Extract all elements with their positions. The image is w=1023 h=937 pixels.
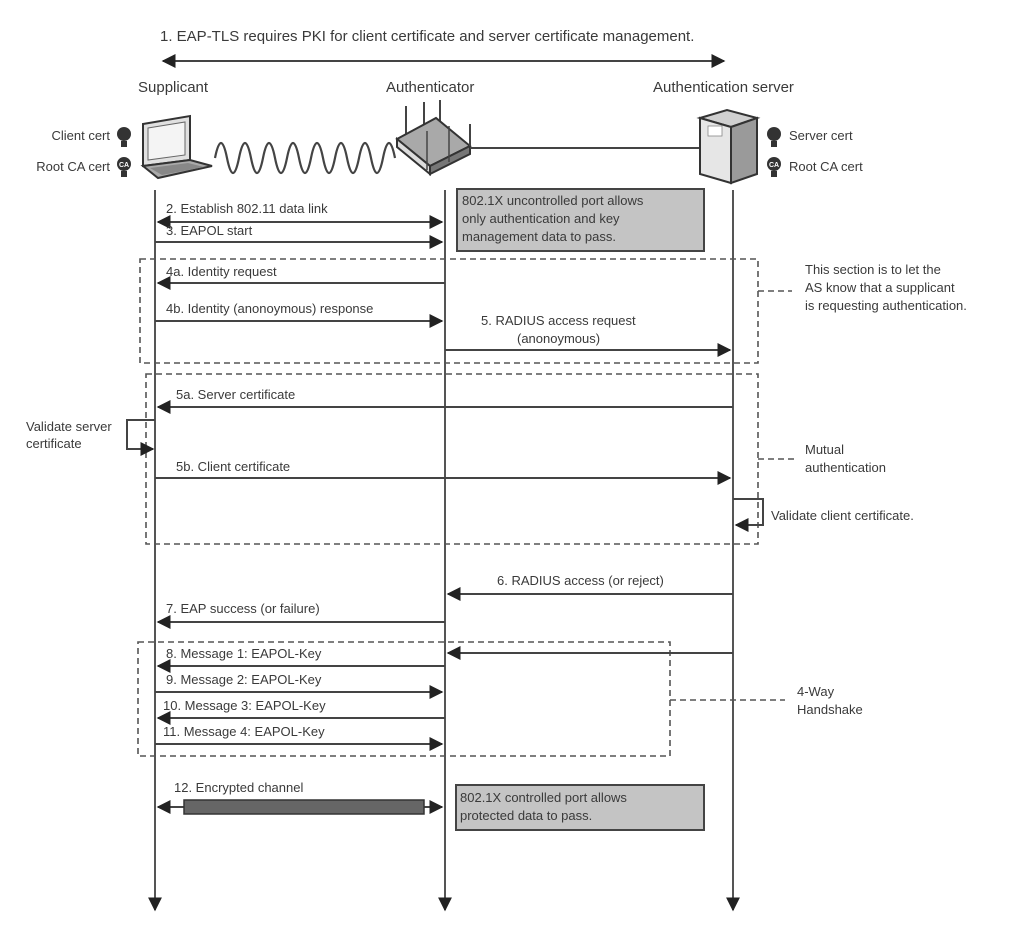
diagram-title: 1. EAP-TLS requires PKI for client certi… (160, 28, 694, 45)
svg-text:only authentication and key: only authentication and key (462, 211, 620, 226)
msg-6-label: 6. RADIUS access (or reject) (497, 573, 664, 588)
msg-9-label: 9. Message 2: EAPOL-Key (166, 672, 322, 687)
encrypted-channel-bar (183, 799, 425, 815)
validate-client-cert-label: Validate client certificate. (771, 508, 914, 523)
msg-2-label: 2. Establish 802.11 data link (166, 201, 328, 216)
wireless-router-icon (395, 100, 472, 177)
authentication-server-label: Authentication server (653, 79, 794, 96)
validate-client-cert-loop (733, 498, 764, 532)
server-root-ca-cert-icon: CA (767, 157, 781, 177)
validate-server-cert-loop (126, 419, 155, 456)
msg-5b-label: 5b. Client certificate (176, 459, 290, 474)
msg-4a-label: 4a. Identity request (166, 264, 277, 279)
svg-text:certificate: certificate (26, 436, 82, 451)
svg-text:802.1X controlled port allows: 802.1X controlled port allows (460, 790, 627, 805)
svg-text:This section is to let the: This section is to let the (805, 262, 941, 277)
server-tower-icon (696, 108, 761, 185)
msg-3-label: 3. EAPOL start (166, 223, 253, 238)
msg-7-label: 7. EAP success (or failure) (166, 601, 320, 616)
validate-server-cert-label: Validate server certificate (26, 419, 112, 451)
msg-11-label: 11. Message 4: EAPOL-Key (163, 724, 325, 739)
root-ca-cert-icon: CA (117, 157, 131, 177)
svg-text:802.1X uncontrolled port allow: 802.1X uncontrolled port allows (462, 193, 644, 208)
mutual-auth-box (145, 373, 759, 545)
identity-section-note: This section is to let the AS know that … (805, 262, 967, 313)
svg-text:is requesting authentication.: is requesting authentication. (805, 298, 967, 313)
msg-8-label: 8. Message 1: EAPOL-Key (166, 646, 322, 661)
svg-text:CA: CA (119, 162, 129, 169)
mutual-auth-note: Mutual authentication (805, 442, 886, 475)
uncontrolled-port-note: 802.1X uncontrolled port allows only aut… (456, 188, 705, 252)
msg-5-label: 5. RADIUS access request (481, 313, 636, 328)
svg-text:management data to pass.: management data to pass. (462, 229, 616, 244)
four-way-handshake-box (137, 641, 671, 757)
svg-text:protected data to pass.: protected data to pass. (460, 808, 592, 823)
msg-4b-label: 4b. Identity (anonoymous) response (166, 301, 373, 316)
controlled-port-note: 802.1X controlled port allows protected … (455, 784, 705, 831)
svg-text:authentication: authentication (805, 460, 886, 475)
svg-text:Handshake: Handshake (797, 702, 863, 717)
supplicant-root-ca-label: Root CA cert (36, 159, 110, 174)
four-way-handshake-note: 4-Way Handshake (797, 684, 863, 717)
msg-10-label: 10. Message 3: EAPOL-Key (163, 698, 326, 713)
msg-5a-label: 5a. Server certificate (176, 387, 295, 402)
svg-text:Mutual: Mutual (805, 442, 844, 457)
server-root-ca-label: Root CA cert (789, 159, 863, 174)
msg-5-sublabel: (anonoymous) (517, 331, 600, 346)
msg-12-label: 12. Encrypted channel (174, 780, 303, 795)
client-cert-icon (117, 127, 131, 147)
svg-text:Validate server: Validate server (26, 419, 112, 434)
server-cert-icon (767, 127, 781, 147)
laptop-icon (140, 114, 213, 180)
svg-text:4-Way: 4-Way (797, 684, 835, 699)
authenticator-label: Authenticator (386, 79, 474, 96)
client-cert-label: Client cert (51, 128, 110, 143)
identity-section-box (139, 258, 759, 364)
svg-text:CA: CA (769, 162, 779, 169)
svg-text:AS know that a supplicant: AS know that a supplicant (805, 280, 955, 295)
supplicant-label: Supplicant (138, 79, 209, 96)
server-cert-label: Server cert (789, 128, 853, 143)
wireless-signal-wave (213, 141, 397, 175)
